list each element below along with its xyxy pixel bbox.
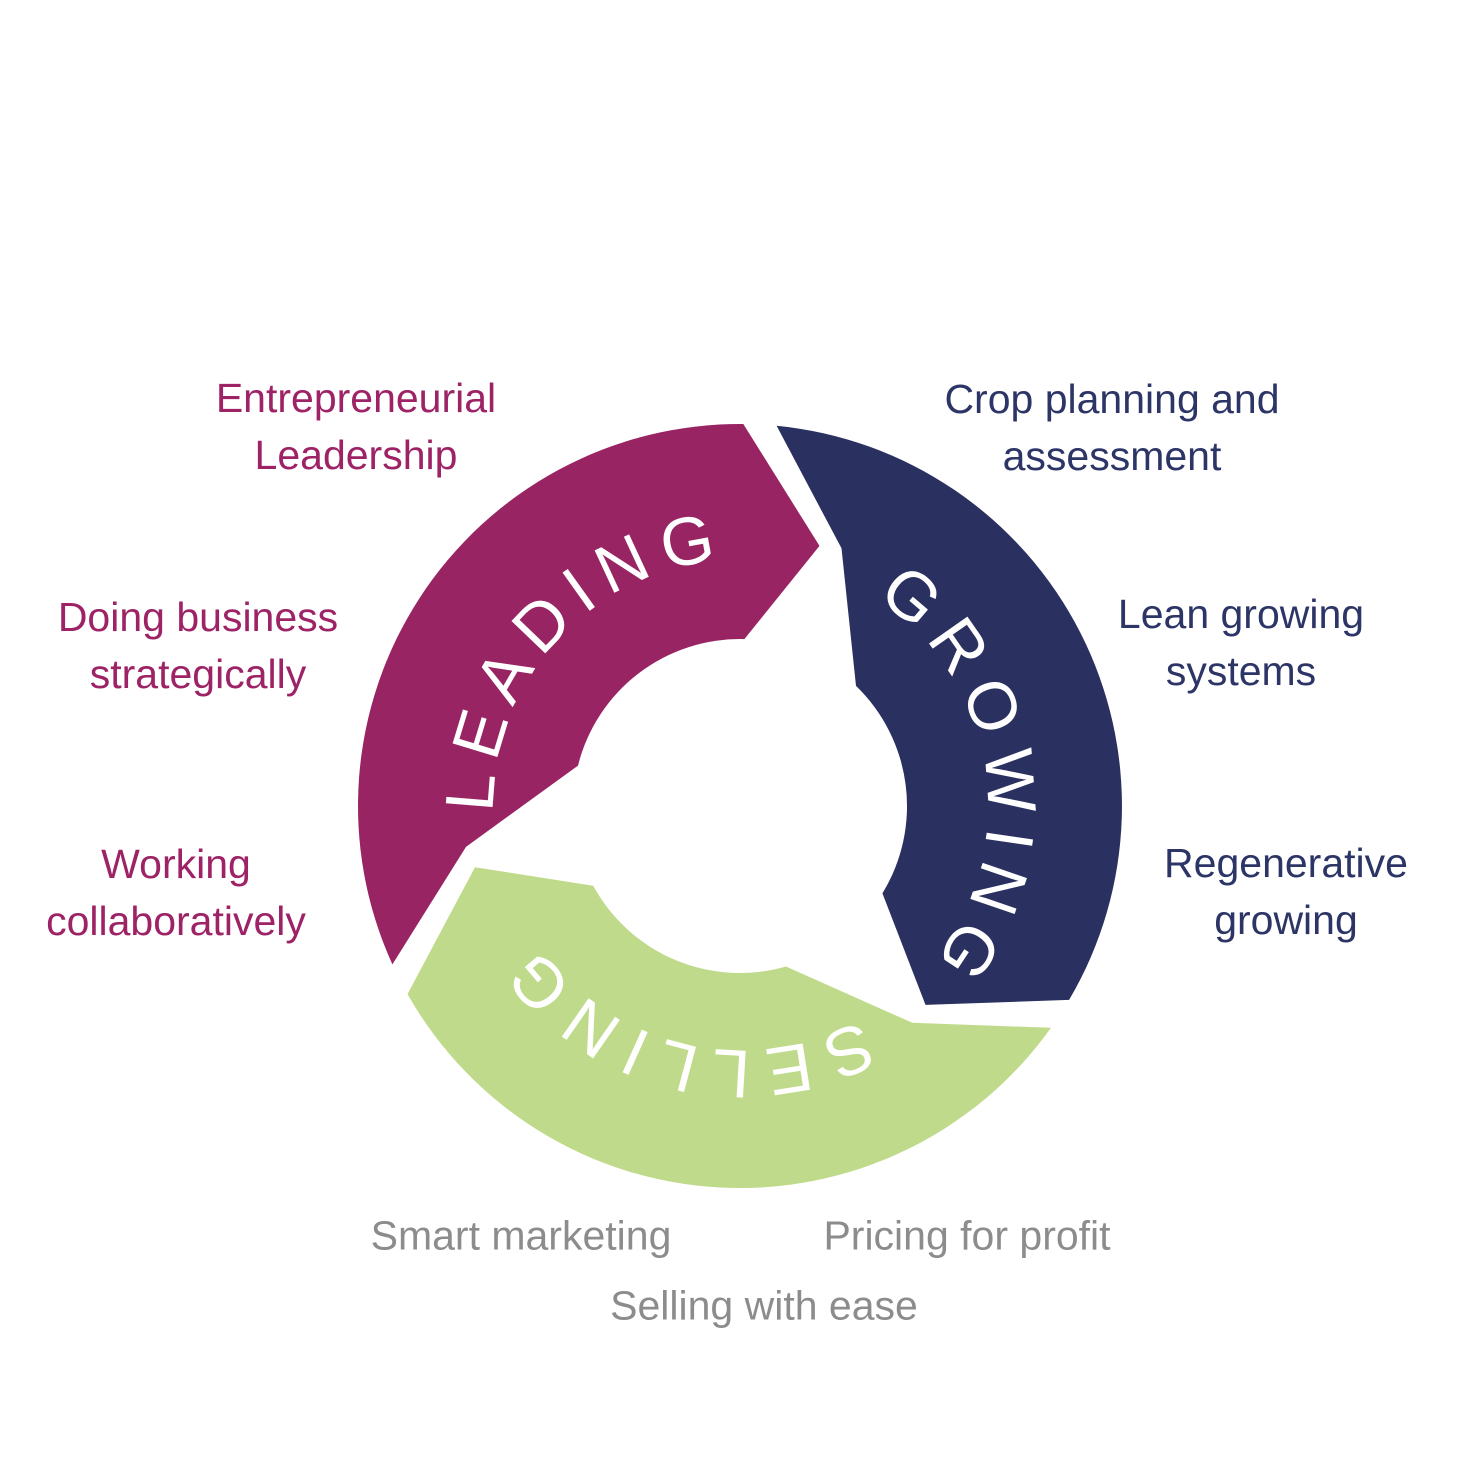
label-smart-marketing: Smart marketing	[371, 1208, 672, 1265]
label-line: Crop planning and	[944, 376, 1280, 422]
label-line: assessment	[1002, 433, 1222, 479]
segment-leading-shape	[358, 423, 820, 965]
label-entrepreneurial-leadership: Entrepreneurial Leadership	[216, 370, 496, 484]
label-line: Working	[101, 841, 251, 887]
label-lean-growing-systems: Lean growing systems	[1118, 586, 1364, 700]
label-line: systems	[1165, 648, 1317, 694]
label-line: Pricing for profit	[823, 1212, 1111, 1259]
segment-growing-shape	[776, 425, 1122, 1005]
label-selling-with-ease: Selling with ease	[610, 1278, 918, 1335]
label-line: Lean growing	[1117, 591, 1365, 637]
segment-selling-shape	[407, 867, 1051, 1189]
label-line: growing	[1214, 897, 1358, 943]
label-pricing-for-profit: Pricing for profit	[823, 1208, 1110, 1265]
label-line: Entrepreneurial	[215, 375, 497, 421]
label-line: Leadership	[254, 432, 458, 478]
label-line: Regenerative	[1164, 840, 1408, 886]
label-line: collaboratively	[46, 898, 306, 944]
label-doing-business-strategically: Doing business strategically	[58, 589, 338, 703]
label-crop-planning-assessment: Crop planning and assessment	[944, 371, 1279, 485]
label-working-collaboratively: Working collaboratively	[46, 836, 306, 950]
label-line: Selling with ease	[610, 1282, 918, 1329]
label-line: Doing business	[57, 594, 339, 640]
label-line: strategically	[89, 651, 307, 697]
label-line: Smart marketing	[370, 1212, 672, 1259]
label-regenerative-growing: Regenerative growing	[1164, 835, 1408, 949]
